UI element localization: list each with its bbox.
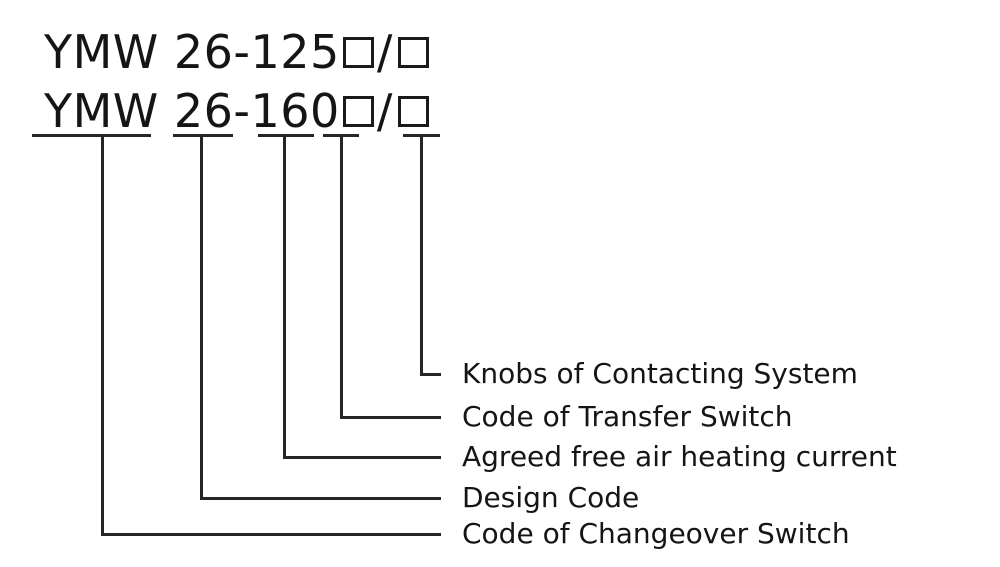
underline-changeover-code xyxy=(32,134,151,137)
underline-heating-current xyxy=(258,134,314,137)
callout-label-knobs: Knobs of Contacting System xyxy=(462,357,858,390)
connector-hline-design xyxy=(200,497,441,500)
model-number-line-1: YMW 26-125 / xyxy=(44,25,430,79)
model-prefix-text: YMW 26-125 xyxy=(44,25,340,79)
connector-vline-changeover xyxy=(101,135,104,536)
slash-separator: / xyxy=(376,84,393,138)
connector-hline-knobs xyxy=(420,373,441,376)
placeholder-square-icon xyxy=(397,37,429,68)
model-prefix-text: YMW 26-160 xyxy=(44,84,340,138)
connector-hline-transfer xyxy=(340,416,441,419)
connector-hline-current xyxy=(283,456,441,459)
model-number-line-2: YMW 26-160 / xyxy=(44,84,430,138)
connector-hline-changeover xyxy=(101,533,441,536)
callout-label-current: Agreed free air heating current xyxy=(462,440,897,473)
connector-vline-transfer xyxy=(340,135,343,419)
connector-vline-design xyxy=(200,135,203,500)
placeholder-square-icon xyxy=(342,37,374,68)
callout-label-changeover: Code of Changeover Switch xyxy=(462,517,850,550)
callout-label-transfer: Code of Transfer Switch xyxy=(462,400,793,433)
callout-label-design: Design Code xyxy=(462,481,640,514)
connector-vline-knobs xyxy=(420,135,423,376)
underline-design-code xyxy=(173,134,233,137)
placeholder-square-icon xyxy=(397,96,429,127)
connector-vline-current xyxy=(283,135,286,459)
placeholder-square-icon xyxy=(342,96,374,127)
slash-separator: / xyxy=(376,25,393,79)
